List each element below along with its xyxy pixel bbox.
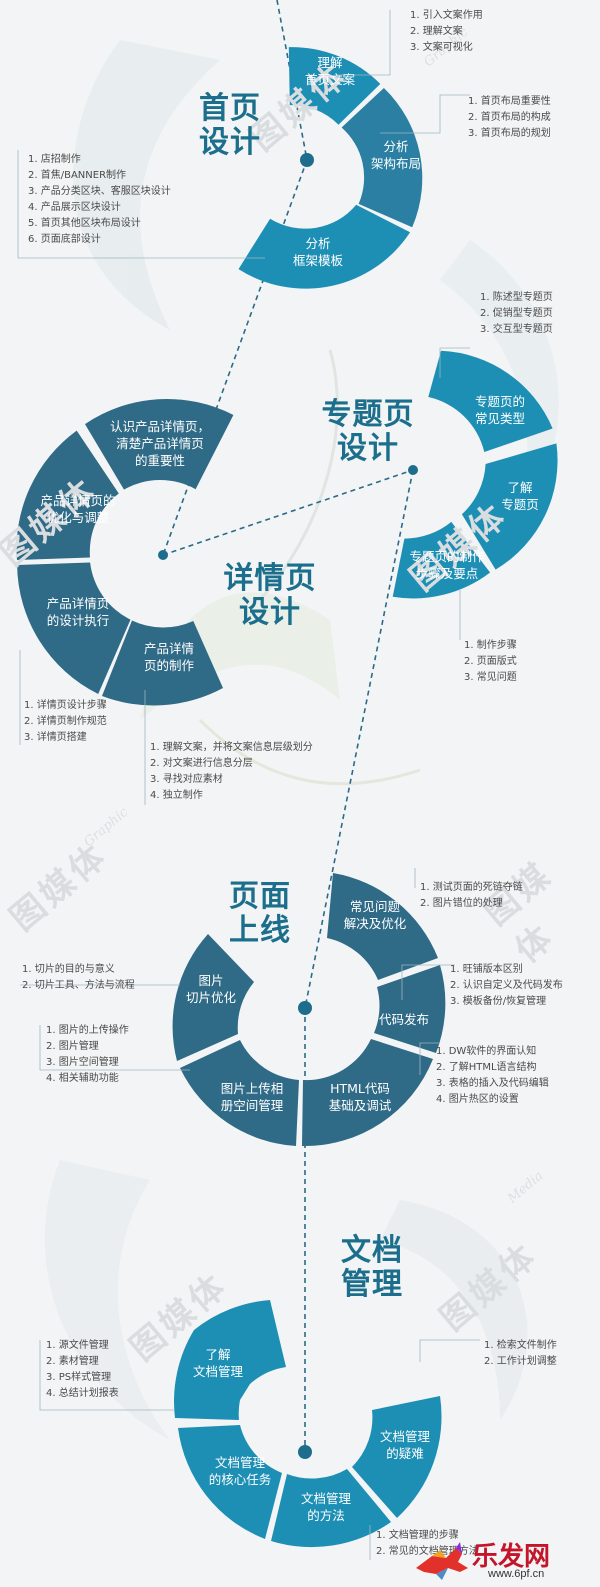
- section-title-homepage: 首页设计: [199, 91, 261, 160]
- section-homepage-ring: [238, 47, 423, 289]
- segment-label: 图片上传相册空间管理: [220, 1081, 284, 1113]
- section-title-detail: 详情页设计: [223, 561, 317, 630]
- logo-url: www.6pf.cn: [488, 1568, 545, 1580]
- segment-label: 了解专题页: [501, 480, 539, 512]
- section-topic-ring: [392, 350, 558, 599]
- segment-optimize-detail: [16, 430, 119, 560]
- bull-logo-icon: [416, 1542, 468, 1580]
- segment-label: 分析框架模板: [292, 236, 343, 268]
- section-docs-ring: [174, 1300, 442, 1548]
- segment-label: HTML代码基础及调试: [328, 1081, 392, 1113]
- segment-understand-copy: [288, 47, 381, 125]
- segment-label: 产品详情页的优化与调整: [40, 493, 116, 525]
- section-detail-ring: [16, 398, 234, 706]
- segment-label: 分析架构布局: [370, 139, 421, 171]
- segment-docs-difficulty: [352, 1396, 442, 1518]
- segment-upload-images: [180, 1040, 299, 1146]
- segment-code-release: [374, 965, 446, 1053]
- logo-text: 乐发网: [472, 1542, 551, 1572]
- segment-label: 图片切片优化: [185, 973, 236, 1005]
- node-dot: [300, 153, 314, 167]
- segment-label: 专题页的常见类型: [474, 394, 525, 426]
- node-dot: [298, 1001, 312, 1015]
- segment-label: 产品详情页的制作: [143, 641, 194, 673]
- segment-analyze-frame: [238, 204, 411, 289]
- segment-label: 理解首页文案: [304, 55, 355, 87]
- segment-topic-types: [428, 350, 553, 452]
- segment-execute-detail: [17, 562, 131, 694]
- segment-make-detail: [102, 620, 223, 706]
- section-title-docs: 文档管理: [341, 1233, 403, 1302]
- segment-label: 常见问题解决及优化: [343, 899, 407, 931]
- segment-fix-issues: [327, 873, 438, 980]
- segment-label: 文档管理的核心任务: [208, 1455, 272, 1487]
- segment-html-code: [302, 1039, 433, 1147]
- segment-label: 文档管理的疑难: [379, 1429, 430, 1461]
- segment-label: 产品详情页的设计执行: [46, 596, 110, 628]
- node-dot: [158, 550, 168, 560]
- node-dot: [298, 1445, 312, 1459]
- segment-slice-images: [172, 934, 254, 1061]
- segment-docs-core: [178, 1425, 282, 1539]
- section-launch-ring: [172, 873, 446, 1147]
- segment-know-detail: [85, 398, 234, 490]
- segment-label: 了解文档管理: [192, 1347, 243, 1379]
- segment-label: 代码发布: [378, 1012, 429, 1027]
- leader-lines: [17, 10, 480, 1560]
- segment-understand-docs-arc: [174, 1300, 286, 1420]
- section-title-launch: 页面上线: [229, 879, 291, 948]
- segment-topic-steps: [392, 521, 491, 599]
- segment-label: 专题页的制作步骤及要点: [409, 549, 485, 581]
- segment-label: 认识产品详情页，清楚产品详情页的重要性: [109, 419, 210, 468]
- node-dot: [408, 465, 418, 475]
- segment-understand-topic: [461, 443, 558, 570]
- segment-label: 文档管理的方法: [300, 1491, 351, 1523]
- section-title-topic: 专题页设计: [321, 397, 415, 466]
- segment-docs-method: [271, 1469, 391, 1548]
- segment-analyze-layout: [341, 88, 423, 228]
